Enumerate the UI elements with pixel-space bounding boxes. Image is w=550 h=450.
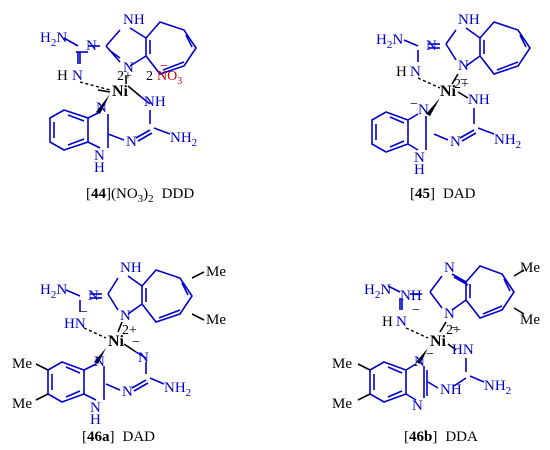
- atom-h: H: [396, 64, 407, 80]
- atom-nh: N: [90, 400, 101, 416]
- atom-n: N: [444, 260, 455, 276]
- atom-nh: NH: [144, 94, 166, 110]
- atom-n: N: [72, 68, 83, 84]
- nitrate-count: 2: [146, 69, 153, 84]
- benzimidazole-ring: [47, 361, 85, 403]
- atom-n: N: [138, 350, 149, 366]
- benzimidazole-ring: [141, 269, 193, 323]
- atom-nh2: NH2: [484, 378, 511, 397]
- charge-minus: −: [412, 303, 420, 318]
- atom-nh: N: [94, 148, 105, 164]
- structure-46a: Me Me NH N N H2N HN − Ni 2+ − N NH2 N: [12, 260, 226, 445]
- benzimidazole-ring: [371, 111, 409, 153]
- nitrate-charge: −: [160, 59, 168, 74]
- metal-ni: Ni: [108, 333, 125, 350]
- atom-n: N: [458, 58, 469, 74]
- charge-minus: −: [460, 73, 468, 88]
- atom-n: N: [396, 314, 407, 330]
- caption-45: [45]DAD: [410, 186, 476, 202]
- charge-minus: −: [450, 321, 458, 336]
- charge-label: 2+: [122, 323, 137, 338]
- wedge-bond: [416, 348, 428, 364]
- metal-ni: Ni: [430, 333, 447, 350]
- charge-minus: −: [426, 347, 434, 362]
- atom-n: N: [126, 134, 137, 150]
- atom-nh2: NH2: [170, 130, 197, 149]
- charge-label: 2+: [446, 323, 461, 338]
- charge-minus: −: [132, 335, 140, 350]
- caption-46a: [46a]DAD: [82, 429, 155, 445]
- wedge-bond: [426, 98, 440, 116]
- atom-h: H: [90, 412, 101, 428]
- atom-h: H: [94, 160, 105, 176]
- atom-nh: NH: [440, 382, 462, 398]
- atom-nh2: NH2: [164, 380, 191, 399]
- charge-label: 2+: [117, 69, 132, 84]
- atom-n: N: [414, 354, 425, 370]
- methyl-label: Me: [12, 396, 32, 412]
- atom-nh2: NH2: [494, 132, 521, 151]
- atom-n: N: [120, 308, 131, 324]
- atom-n: N: [123, 60, 134, 76]
- structure-46b: Me Me N N − NH H2N N H − Ni 2+ HN NH2 NH…: [332, 260, 540, 445]
- benzimidazole-ring: [479, 21, 531, 75]
- atom-h: H: [57, 68, 68, 84]
- atom-n: N: [96, 100, 107, 116]
- nitrate: NO3: [157, 69, 182, 87]
- methyl-label: Me: [206, 312, 226, 328]
- atom-n: N: [426, 38, 437, 54]
- atom-n: N: [410, 64, 421, 80]
- atom-hn: HN: [452, 342, 474, 358]
- wedge-bond: [94, 348, 106, 364]
- atom-h: H: [414, 162, 425, 178]
- atom-h2n: H2N: [40, 30, 67, 49]
- atom-n: N: [86, 38, 97, 54]
- methyl-label: Me: [206, 264, 226, 280]
- methyl-label: Me: [520, 260, 540, 276]
- benzimidazole-ring: [465, 265, 515, 319]
- caption-46b: [46b]DDA: [404, 429, 478, 445]
- atom-h: H: [382, 314, 393, 330]
- charge-minus: −: [80, 305, 88, 320]
- atom-nh: NH: [458, 12, 480, 28]
- atom-hn: HN: [64, 316, 86, 332]
- methyl-label: Me: [332, 396, 352, 412]
- atom-nh: NH: [400, 288, 422, 304]
- atom-n: N: [88, 288, 99, 304]
- atom-n: N: [412, 398, 423, 414]
- atom-n: N: [122, 384, 133, 400]
- methyl-label: Me: [520, 312, 540, 328]
- charge-label: 2+: [454, 77, 469, 92]
- wedge-bond: [96, 94, 110, 114]
- structure-45: NH N − N H2N N H Ni 2+ NH NH2 N − N N H …: [371, 12, 531, 202]
- atom-nh: N: [414, 150, 425, 166]
- atom-n: N: [418, 102, 429, 118]
- atom-n: N: [450, 134, 461, 150]
- atom-n: N: [444, 306, 455, 322]
- atom-n: N: [94, 354, 105, 370]
- benzimidazole-ring: [369, 361, 407, 403]
- atom-h2n: H2N: [376, 32, 403, 51]
- charge-minus: −: [410, 97, 418, 112]
- atom-h2n: H2N: [40, 282, 67, 301]
- structure-44: NH N N H2N N H Ni 2+ 2 NO3 − NH NH2 N N: [40, 12, 197, 205]
- methyl-label: Me: [12, 356, 32, 372]
- metal-ni: Ni: [112, 83, 129, 100]
- atom-nh: NH: [120, 260, 142, 276]
- metal-ni: Ni: [440, 83, 457, 100]
- atom-h2n: H2N: [364, 282, 391, 301]
- benzimidazole-ring: [145, 21, 197, 75]
- atom-nh: NH: [468, 92, 490, 108]
- methyl-label: Me: [332, 356, 352, 372]
- atom-nh: NH: [123, 12, 145, 28]
